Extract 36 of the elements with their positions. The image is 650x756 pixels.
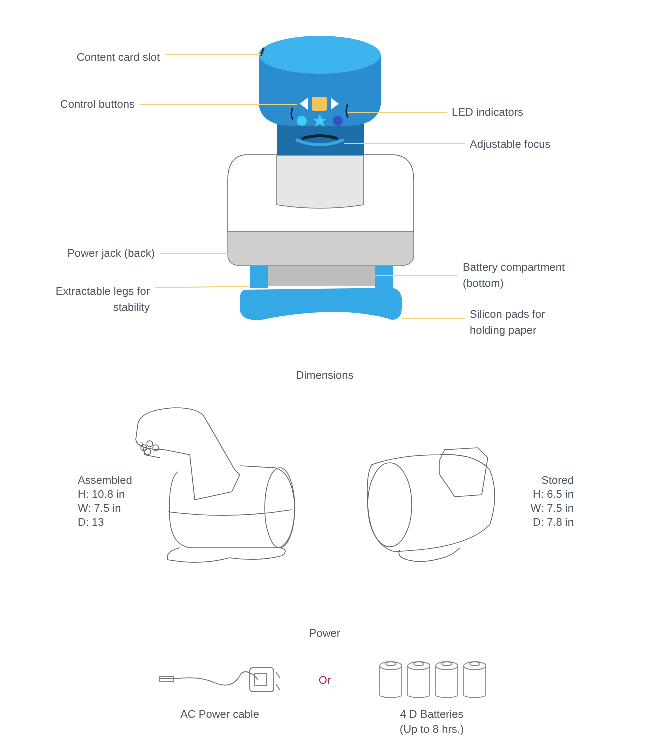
card-slot-drawing (260, 48, 265, 56)
callout-label: Control buttons (60, 99, 135, 111)
callout-label: Extractable legs for stability (56, 286, 150, 314)
dimension-value: D: 7.8 in (532, 516, 574, 531)
caption: AC Power cable (180, 708, 260, 723)
dimension-value: D: 13 (78, 516, 106, 531)
leader-line (344, 142, 465, 144)
callout-label: Adjustable focus (470, 139, 551, 151)
dimension-heading: Assembled (78, 474, 134, 489)
section-heading: Power (308, 627, 342, 642)
caption: 4 D Batteries (Up to 8 hrs.) (398, 708, 466, 738)
leader-line (375, 275, 458, 277)
leader-line (348, 112, 447, 114)
leader-line (155, 286, 250, 289)
dimension-heading: Stored (540, 474, 574, 489)
silicon-pad-drawing (240, 288, 402, 320)
connector-word: Or (318, 674, 332, 689)
section-heading: Dimensions (295, 369, 355, 384)
legs-drawing (250, 266, 393, 288)
callout-label: Content card slot (76, 52, 160, 64)
focus-ring-drawing (295, 134, 345, 146)
control-buttons-drawing (297, 97, 343, 127)
leader-line (165, 54, 261, 56)
dimension-value: W: 7.5 in (530, 502, 574, 517)
callout-label: Silicon pads for holding paper (470, 309, 546, 337)
callout-label: LED indicators (452, 107, 524, 119)
dimension-value: H: 10.8 in (78, 488, 126, 503)
leader-line (140, 104, 297, 106)
leader-line (402, 318, 465, 320)
dimension-value: H: 6.5 in (532, 488, 574, 503)
led-indicators-drawing (290, 104, 349, 120)
callout-label: Battery compartment (bottom) (463, 262, 566, 290)
leader-line (160, 253, 228, 255)
dimension-value: W: 7.5 in (78, 502, 122, 517)
base-band-drawing (228, 232, 414, 266)
callout-label: Power jack (back) (68, 248, 155, 260)
